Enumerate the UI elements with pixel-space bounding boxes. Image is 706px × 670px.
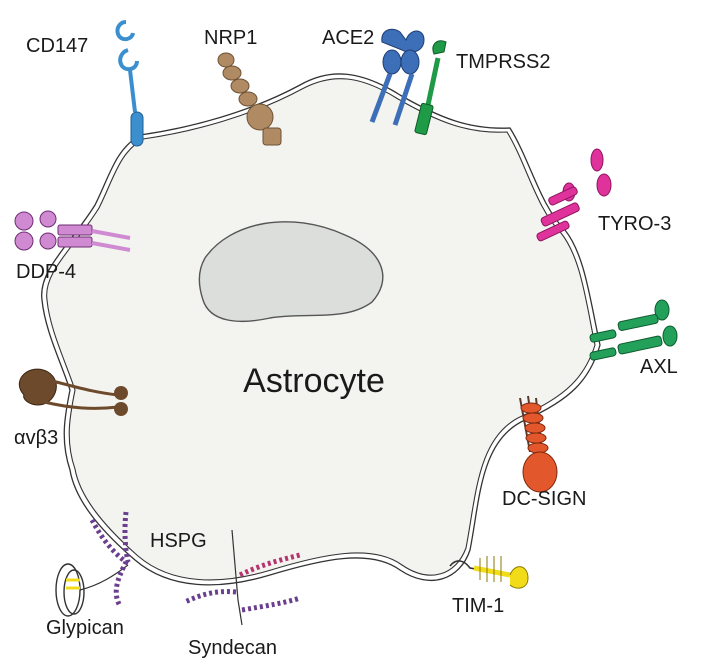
label-syndecan: Syndecan [188,637,277,659]
avb3-integrin [18,368,128,416]
syndecan-proteoglycan [183,529,301,626]
nrp1-receptor [217,52,282,146]
label-ddp4: DDP-4 [16,261,76,283]
axl-receptor [589,299,678,361]
label-hspg: HSPG [150,530,207,552]
label-nrp1: NRP1 [204,27,257,49]
ace2-receptor [369,28,425,126]
cd147-receptor [115,20,144,147]
label-ace2: ACE2 [322,27,374,49]
tyro3-receptor [536,148,612,242]
label-cd147: CD147 [26,35,88,57]
dcsign-receptor [519,395,558,493]
label-axl: AXL [640,356,678,378]
label-dcsign: DC-SIGN [502,488,586,510]
glypican-proteoglycan [55,511,131,617]
label-tmprss2: TMPRSS2 [456,51,550,73]
label-avb3: αvβ3 [14,427,58,449]
tmprss2-receptor [414,40,447,136]
cell-cytoplasm [46,78,596,581]
nucleus [198,221,384,323]
label-tyro3: TYRO-3 [598,213,671,235]
cell-label: Astrocyte [243,362,385,400]
label-tim1: TIM-1 [452,595,504,617]
label-glypican: Glypican [46,617,124,639]
ddp4-receptor [14,210,131,252]
tim1-receptor [449,556,529,589]
